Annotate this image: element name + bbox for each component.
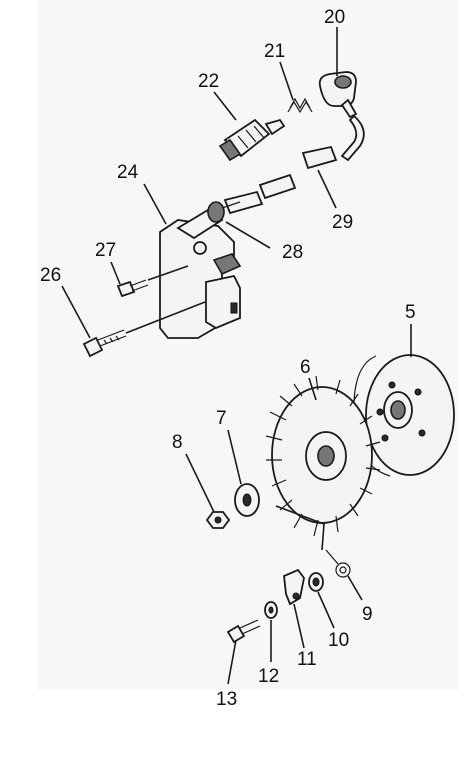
leader-11 [293, 603, 305, 649]
leader-28 [225, 221, 271, 249]
axis-line-6 [275, 505, 325, 551]
part-10-washer [308, 572, 324, 592]
leader-21 [279, 61, 294, 101]
scan-background [38, 0, 458, 690]
part-29-ignition-lead [223, 114, 365, 215]
leader-27 [110, 261, 121, 285]
callout-11: 11 [297, 649, 317, 670]
leader-13 [227, 639, 237, 685]
callout-24: 24 [117, 162, 139, 183]
leader-10 [317, 591, 335, 629]
callout-21: 21 [264, 41, 285, 62]
leader-24 [143, 183, 167, 225]
part-11-pawl [283, 568, 305, 606]
axis-line-26 [125, 301, 206, 334]
callout-12: 12 [258, 666, 279, 687]
part-22-spark-plug [218, 118, 286, 162]
part-21-spring [287, 97, 313, 114]
leader-7 [227, 429, 242, 485]
leader-8 [185, 453, 215, 513]
axis-line-27 [147, 265, 189, 281]
callout-13: 13 [216, 689, 237, 710]
part-13-bolt [226, 619, 261, 644]
callout-5: 5 [405, 302, 416, 323]
part-7-starter-cup [234, 483, 260, 517]
callout-10: 10 [328, 630, 349, 651]
part-28-lead-connector [176, 201, 241, 240]
callout-7: 7 [216, 408, 227, 429]
callout-20: 20 [324, 7, 345, 28]
leader-9 [347, 575, 363, 601]
leader-6 [308, 377, 317, 401]
callout-8: 8 [172, 432, 183, 453]
part-20-spark-plug-boot [318, 71, 358, 119]
leader-26 [61, 285, 91, 339]
part-24-ignition-module [159, 219, 242, 339]
part-5-rotor-disc [353, 354, 455, 477]
callout-28: 28 [282, 242, 303, 263]
callout-22: 22 [198, 71, 219, 92]
part-8-nut [205, 511, 231, 529]
part-27-screw [116, 279, 149, 298]
leader-29 [317, 169, 337, 209]
part-6-flywheel [265, 375, 381, 537]
callout-6: 6 [300, 357, 311, 378]
callout-26: 26 [40, 265, 61, 286]
leader-22 [213, 91, 237, 121]
part-9-pawl-spring [325, 549, 351, 578]
callout-9: 9 [362, 604, 373, 625]
part-26-long-screw [82, 329, 127, 358]
callout-27: 27 [95, 240, 116, 261]
callout-29: 29 [332, 212, 353, 233]
part-12-washer [264, 601, 278, 619]
